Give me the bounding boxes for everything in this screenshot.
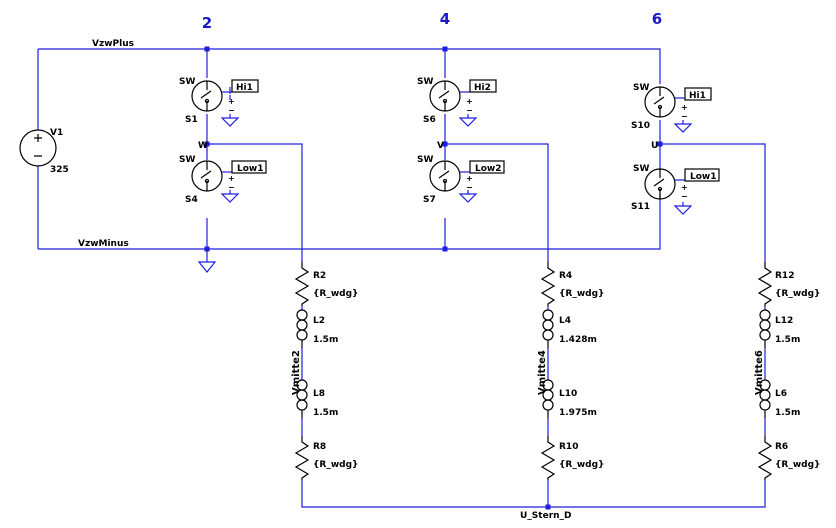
switch-type: SW [633, 83, 649, 93]
switch-s7: + − Low2 SW S7 [417, 155, 505, 205]
svg-text:+: + [228, 174, 235, 183]
inductor-name: L6 [775, 389, 787, 399]
net-label-v: V [437, 141, 444, 151]
inductor-l2: L2 1.5m [296, 309, 338, 348]
net-label-w: W [198, 141, 208, 151]
switch-s4: + − Low1 SW S4 [179, 155, 267, 205]
switch-type: SW [179, 77, 195, 87]
net-label-vmitte6: Vmitte6 [754, 350, 765, 395]
net-label-vzwminus: VzwMinus [78, 239, 129, 249]
switch-type: SW [179, 155, 195, 165]
svg-text:+: + [681, 183, 688, 192]
resistor-value: {R_wdg} [775, 289, 820, 299]
switch-type: SW [633, 164, 649, 174]
resistor-name: R2 [313, 271, 326, 281]
resistor-r10: R10 {R_wdg} [540, 436, 604, 480]
resistor-name: R10 [559, 442, 578, 452]
inductor-l10: L10 1.975m [542, 379, 597, 418]
ground-symbols [197, 114, 693, 273]
inductor-name: L4 [559, 316, 571, 326]
resistor-r12: R12 {R_wdg} [757, 262, 820, 306]
section-number-2: 2 [202, 14, 212, 32]
resistor-name: R8 [313, 442, 326, 452]
svg-text:+: + [681, 103, 688, 112]
resistor-value: {R_wdg} [313, 460, 358, 470]
resistor-value: {R_wdg} [559, 289, 604, 299]
svg-text:+: + [466, 174, 473, 183]
switch-name: S4 [185, 195, 198, 205]
inductor-name: L2 [313, 316, 325, 326]
control-label-low1-s11: Low1 [690, 172, 717, 182]
control-label-hi2: Hi2 [474, 83, 491, 93]
resistor-name: R12 [775, 271, 794, 281]
inductor-l6: L6 1.5m [759, 379, 800, 418]
switch-s11: + − Low1 SW S11 [631, 164, 720, 212]
net-label-vmitte4: Vmitte4 [537, 350, 548, 395]
resistor-value: {R_wdg} [559, 460, 604, 470]
junction-dots [204, 46, 663, 510]
switch-s10: + − Hi1 SW S10 [631, 83, 712, 131]
resistor-r4: R4 {R_wdg} [540, 262, 604, 306]
control-label-low2: Low2 [475, 164, 502, 174]
source-value: 325 [50, 165, 69, 175]
source-name: V1 [50, 128, 63, 138]
switch-type: SW [417, 155, 433, 165]
svg-text:−: − [466, 183, 473, 192]
control-label-low1: Low1 [237, 164, 264, 174]
switch-s6: + − Hi2 SW S6 [417, 77, 497, 125]
voltage-source-v1: V1 325 [19, 128, 69, 175]
net-label-u-stern-d: U_Stern_D [520, 511, 572, 521]
switch-type: SW [417, 77, 433, 87]
resistor-value: {R_wdg} [775, 460, 820, 470]
inductor-value: 1.5m [313, 408, 338, 418]
switch-name: S6 [423, 115, 436, 125]
switch-name: S1 [185, 115, 198, 125]
inductor-name: L8 [313, 389, 325, 399]
net-label-vzwplus: VzwPlus [92, 39, 134, 49]
inductor-value: 1.975m [559, 408, 597, 418]
svg-text:−: − [466, 106, 473, 115]
resistor-r2: R2 {R_wdg} [294, 262, 358, 306]
control-label-hi1-s10: Hi1 [689, 91, 706, 101]
switch-s1: + − Hi1 SW S1 [179, 77, 259, 125]
inductor-l12: L12 1.5m [759, 309, 800, 348]
svg-text:+: + [466, 97, 473, 106]
switch-name: S7 [423, 195, 436, 205]
inductor-value: 1.5m [313, 335, 338, 345]
svg-text:−: − [228, 106, 235, 115]
net-label-u: U [651, 141, 658, 151]
switch-name: S11 [631, 202, 650, 212]
control-label-hi1: Hi1 [236, 83, 253, 93]
resistor-name: R4 [559, 271, 572, 281]
switch-name: S10 [631, 121, 650, 131]
net-label-vmitte2: Vmitte2 [291, 350, 302, 395]
resistor-name: R6 [775, 442, 788, 452]
resistor-r6: R6 {R_wdg} [757, 436, 820, 480]
svg-text:+: + [228, 97, 235, 106]
inductor-value: 1.5m [775, 408, 800, 418]
inductor-l4: L4 1.428m [542, 309, 597, 348]
section-number-4: 4 [440, 10, 450, 28]
section-number-6: 6 [652, 10, 662, 28]
inductor-name: L10 [559, 389, 577, 399]
inductor-value: 1.428m [559, 335, 597, 345]
wires [37, 48, 766, 508]
resistor-value: {R_wdg} [313, 289, 358, 299]
svg-text:−: − [681, 112, 688, 121]
resistor-r8: R8 {R_wdg} [294, 436, 358, 480]
svg-text:−: − [681, 192, 688, 201]
inductor-l8: L8 1.5m [296, 379, 338, 418]
svg-text:−: − [228, 183, 235, 192]
inductor-name: L12 [775, 316, 793, 326]
inductor-value: 1.5m [775, 335, 800, 345]
